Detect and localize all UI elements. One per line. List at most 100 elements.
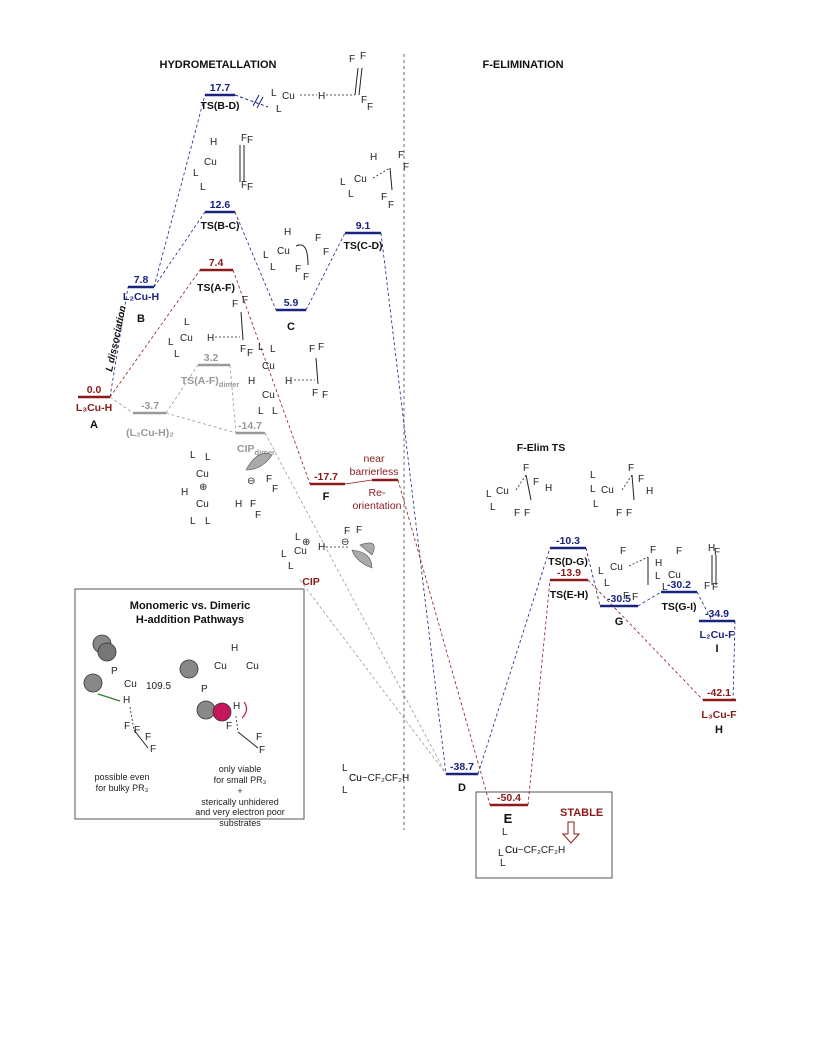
mol-bond [621, 474, 633, 491]
letter-f: F [323, 491, 330, 503]
connector-cipd-d [264, 432, 447, 775]
energy-h: -42.1 [707, 687, 731, 699]
cross-line-1 [252, 94, 260, 107]
mol-h: H [708, 543, 715, 554]
mol-f: F [349, 54, 355, 65]
mol-l: L [490, 502, 496, 513]
stable-box [475, 791, 613, 879]
mol-bond [235, 715, 239, 733]
name-h: L₃Cu-F [701, 709, 737, 721]
molecule-g: F Cu L L F H F F [598, 545, 662, 603]
connector-tseh-h [587, 579, 704, 701]
mol-f: F [514, 508, 520, 519]
energy-dimer: -3.7 [141, 400, 159, 412]
name-cipd: CIPdimer [237, 443, 275, 457]
mol-f: F [309, 344, 315, 355]
molecule-tsbd: Cu L L H F F F F [271, 51, 373, 115]
mol-bond [358, 67, 363, 96]
mol-l: L [258, 342, 264, 353]
level-letters: A B C F D E G I H [90, 313, 723, 826]
angle-label: 109.5 [146, 681, 171, 692]
name-tsaf: TS(A-F) [197, 282, 235, 294]
mol-f: F [398, 150, 404, 161]
phosphine-substituent-sphere [83, 673, 103, 693]
mol-cu: Cu [214, 661, 227, 672]
mol-cu: Cu [262, 390, 275, 401]
mol-cu: Cu [204, 157, 217, 168]
energy-c: 5.9 [284, 297, 299, 309]
energy-values: 0.0 7.8 17.7 12.6 7.4 5.9 9.1 3.2 -3.7 -… [87, 82, 731, 804]
cross-line-2 [256, 96, 264, 109]
mol-f: F [312, 388, 318, 399]
mol-f: F [367, 102, 373, 113]
mol-cu: Cu [496, 486, 509, 497]
molecule-tsgi: F Cu L L H F F F [655, 543, 720, 593]
mol-l: L [270, 262, 276, 273]
mol-l: L [205, 452, 211, 463]
mol-h: H [210, 137, 217, 148]
mol-minus: ⊖ [341, 537, 349, 548]
molecule-tsaf: L Cu L L H F F F F [168, 295, 253, 360]
name-tscd: TS(C-D) [343, 240, 382, 252]
connector-c-tscd [305, 232, 346, 311]
mol-l: L [270, 344, 276, 355]
level-bars [78, 93, 736, 807]
mol-h: H [285, 376, 292, 387]
l-dissociation-label: L dissociation [104, 305, 129, 373]
cip-label: CIP [302, 576, 320, 588]
mol-f: F [124, 721, 130, 732]
stable-arrow [561, 821, 581, 844]
mol-cu: Cu [246, 661, 259, 672]
molecule-cip: L ⊕ Cu L L H ⊖ F F [281, 525, 375, 572]
name-cipd-main: CIP [237, 443, 255, 455]
connector-b-tsbd [153, 94, 206, 288]
molecule-d: L Cu L Cu−CF₂CF₂H [342, 763, 409, 796]
mol-f: F [322, 390, 328, 401]
molecule-tscd: H Cu L L F F F F [340, 150, 409, 211]
mol-h: H [284, 227, 291, 238]
mol-p: P [111, 666, 118, 677]
mol-f: F [676, 546, 682, 557]
connectors [109, 94, 736, 806]
orientation-label: orientation [352, 500, 401, 512]
mol-f: F [256, 732, 262, 743]
molecule-ts-dg: L Cu L F F H F F [486, 463, 552, 519]
mol-f: F [533, 477, 539, 488]
connector-tsdg-g [585, 547, 601, 607]
mol-bond [628, 556, 649, 567]
connector-e-tseh [527, 579, 551, 806]
mol-bond [315, 357, 319, 385]
mol-cu: Cu [668, 570, 681, 581]
mol-h: H [207, 333, 214, 344]
connector-tsbc-c [234, 211, 277, 311]
mol-h: H [318, 542, 325, 553]
energy-tseh: -13.9 [557, 567, 581, 579]
mol-f: F [623, 591, 629, 602]
energy-tsbd: 17.7 [210, 82, 231, 94]
mol-f: F [628, 463, 634, 474]
mol-f: F [403, 162, 409, 173]
pathway-box-title-1: Monomeric vs. Dimeric [130, 600, 250, 612]
mol-h: H [248, 376, 255, 387]
mol-l: L [598, 566, 604, 577]
mol-l: L [498, 848, 504, 859]
letter-c: C [287, 321, 295, 333]
energy-f: -17.7 [314, 471, 338, 483]
mol-cu: Cu [610, 562, 623, 573]
mol-f: F [616, 508, 622, 519]
mol-l: L [295, 532, 301, 543]
energy-e: -50.4 [497, 792, 521, 804]
mol-l: L [348, 189, 354, 200]
connector-a-tsaf [109, 269, 201, 398]
energy-tsdg: -10.3 [556, 535, 580, 547]
mol-bond [372, 167, 391, 179]
right-note-3: + [237, 786, 242, 796]
barrierless-label: barrierless [349, 466, 398, 478]
mol-f: F [620, 546, 626, 557]
mol-cu: Cu [601, 485, 614, 496]
mol-h: H [181, 487, 188, 498]
mol-bond [354, 67, 359, 96]
letter-d: D [458, 782, 466, 794]
letter-g: G [615, 616, 624, 628]
